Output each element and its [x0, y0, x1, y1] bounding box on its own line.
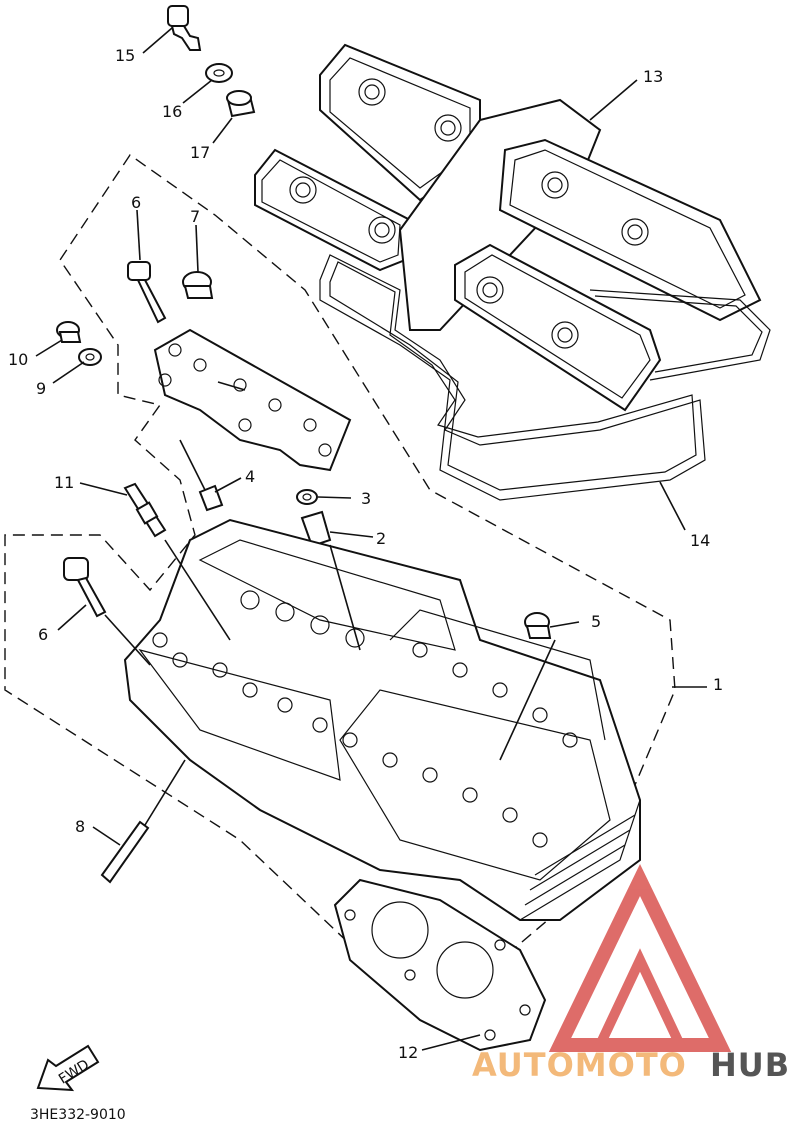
- seal-3: [296, 489, 318, 505]
- callout-16: 16: [162, 102, 182, 121]
- callout-14: 14: [690, 531, 710, 550]
- cylinder-head: [123, 518, 641, 921]
- bolt-6-upper: [127, 261, 167, 324]
- leader-lines: [35, 27, 707, 1051]
- bolt-15: [167, 5, 202, 51]
- callout-15: 15: [115, 46, 135, 65]
- callout-4: 4: [245, 467, 255, 486]
- callout-11: 11: [54, 473, 74, 492]
- callout-6-lower: 6: [38, 625, 48, 644]
- fwd-arrow: FWD: [36, 1044, 100, 1092]
- callout-1: 1: [713, 675, 723, 694]
- callout-9: 9: [36, 379, 46, 398]
- cylinder-head-cover: [254, 43, 762, 412]
- assembly-outline: [4, 154, 676, 1021]
- callout-17: 17: [190, 143, 210, 162]
- camshaft-cap: [153, 328, 352, 472]
- callout-3: 3: [361, 489, 371, 508]
- cap-5: [524, 612, 552, 639]
- washer-9: [78, 348, 102, 366]
- callout-10: 10: [8, 350, 28, 369]
- cylinder-head-gasket: [333, 878, 547, 1052]
- watermark-text-light: AUTOMOTO: [472, 1046, 687, 1084]
- callout-8: 8: [75, 817, 85, 836]
- callout-5: 5: [591, 612, 601, 631]
- callout-7: 7: [190, 207, 200, 226]
- head-cover-gasket: [319, 254, 771, 501]
- washer-16: [205, 63, 233, 83]
- spark-plug-11: [123, 482, 167, 538]
- diagram-code: 3HE332-9010: [30, 1107, 126, 1123]
- callout-12: 12: [398, 1043, 418, 1062]
- bolt-6-lower: [63, 557, 107, 618]
- grommet-17: [226, 90, 256, 118]
- grommet-10: [56, 321, 82, 343]
- callout-6-upper: 6: [131, 193, 141, 212]
- callout-2: 2: [376, 529, 386, 548]
- watermark-text-dark: HUB: [710, 1046, 790, 1084]
- watermark-logo: [548, 863, 732, 1052]
- stud-bolt-8: [100, 820, 150, 884]
- cap-7: [182, 271, 214, 299]
- callout-13: 13: [643, 67, 663, 86]
- valve-guide-2: [300, 510, 332, 548]
